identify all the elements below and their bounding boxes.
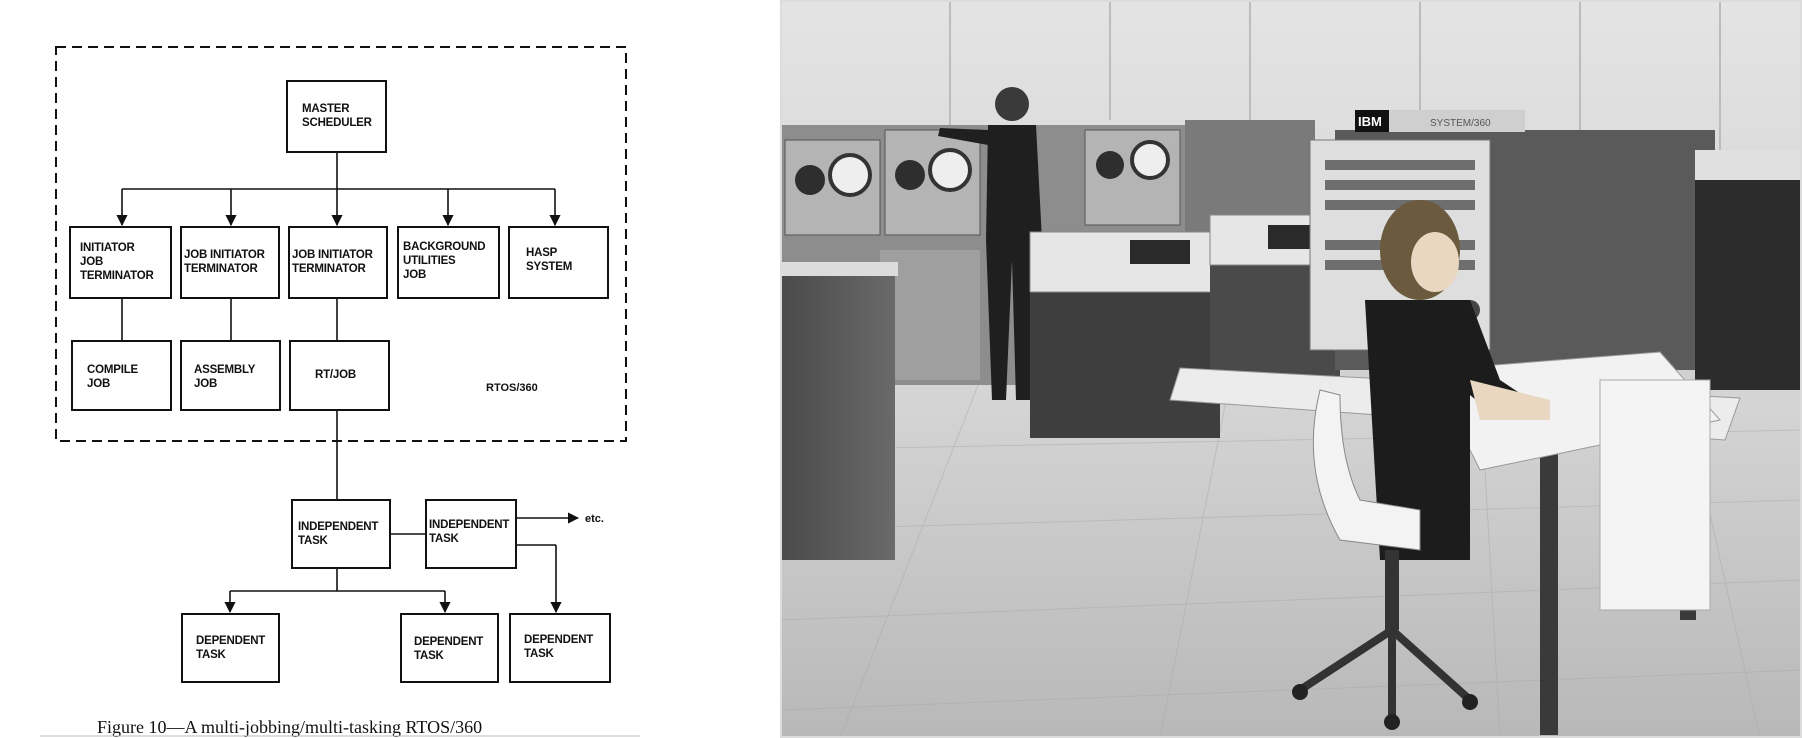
figure-caption: Figure 10—A multi-jobbing/multi-tasking … xyxy=(97,717,482,737)
job-initiator-terminator-label-2: JOB INITIATOR TERMINATOR xyxy=(292,249,374,275)
dependent-task-label-1: DEPENDENT TASK xyxy=(196,635,265,661)
box-label-line: JOB xyxy=(80,256,103,268)
box-label-line: RT/JOB xyxy=(315,369,356,381)
seated-operator xyxy=(1365,200,1550,560)
dependent-task-label-2: DEPENDENT TASK xyxy=(414,636,483,662)
rt-job-box xyxy=(289,340,390,411)
box-label-line: SYSTEM xyxy=(526,261,572,273)
dependent-task-box-2 xyxy=(400,613,499,683)
box-label-line: INDEPENDENT xyxy=(429,519,509,531)
right-cabinet xyxy=(1695,160,1802,390)
dependent-task-box-3 xyxy=(509,613,611,683)
box-label-line: TERMINATOR xyxy=(292,263,366,275)
job-initiator-terminator-label-1: JOB INITIATOR TERMINATOR xyxy=(184,249,266,275)
box-label-line: JOB xyxy=(194,378,217,390)
rt-job-label: RT/JOB xyxy=(315,369,356,381)
independent-task-label-2: INDEPENDENT TASK xyxy=(429,519,509,545)
assembly-job-label: ASSEMBLY JOB xyxy=(194,364,256,390)
system-360-label: SYSTEM/360 xyxy=(1430,118,1491,129)
box-label-line: INDEPENDENT xyxy=(298,521,378,533)
independent-task-label-1: INDEPENDENT TASK xyxy=(298,521,378,547)
box-label-line: JOB xyxy=(403,269,426,281)
wall-panels xyxy=(949,0,1721,150)
system-360-photo: IBM SYSTEM/360 xyxy=(780,0,1802,738)
ibm-logo: IBM xyxy=(1358,114,1382,129)
box-label-line: TASK xyxy=(298,535,329,547)
box-label-line: BACKGROUND xyxy=(403,241,485,253)
box-label-line: ASSEMBLY xyxy=(194,364,256,376)
rtos-360-label: RTOS/360 xyxy=(486,382,538,394)
job-initiator-terminator-box-1 xyxy=(180,226,280,299)
office-chair xyxy=(1292,389,1478,730)
compile-job-box xyxy=(71,340,172,411)
hasp-system-box xyxy=(508,226,609,299)
box-label-line: JOB xyxy=(87,378,110,390)
job-initiator-terminator-box-2 xyxy=(288,226,388,299)
keypunch-units xyxy=(1029,214,1341,438)
floor-tiles xyxy=(780,379,1802,738)
hasp-system-label: HASP SYSTEM xyxy=(526,247,572,273)
left-cabinet xyxy=(780,270,895,560)
box-label-line: TERMINATOR xyxy=(80,270,154,282)
box-label-line: HASP xyxy=(526,247,558,259)
box-label-line: UTILITIES xyxy=(403,255,456,267)
box-label-line: INITIATOR xyxy=(80,242,136,254)
box-label-line: TERMINATOR xyxy=(184,263,258,275)
box-label-line: JOB INITIATOR xyxy=(292,249,374,261)
initiator-job-terminator-label: INITIATOR JOB TERMINATOR xyxy=(80,242,154,282)
box-label-line: DEPENDENT xyxy=(196,635,265,647)
dependent-task-label-3: DEPENDENT TASK xyxy=(524,634,593,660)
box-label-line: TASK xyxy=(414,650,445,662)
box-label-line: MASTER xyxy=(302,103,350,115)
box-label-line: TASK xyxy=(196,649,227,661)
box-label-line: SCHEDULER xyxy=(302,117,373,129)
box-label-line: TASK xyxy=(429,533,460,545)
box-label-line: TASK xyxy=(524,648,555,660)
etc-label: etc. xyxy=(585,513,604,525)
assembly-job-box xyxy=(180,340,281,411)
independent-task-box-2 xyxy=(425,499,517,569)
standing-operator xyxy=(938,87,1042,400)
rtos-boundary xyxy=(55,46,627,442)
background-utilities-job-box xyxy=(397,226,500,299)
box-label-line: JOB INITIATOR xyxy=(184,249,266,261)
rtos-diagram: MASTER SCHEDULER INITIATOR JOB TERMINATOR J… xyxy=(40,46,640,737)
dependent-task-box-1 xyxy=(181,613,280,683)
box-label-line: DEPENDENT xyxy=(414,636,483,648)
background-utilities-job-label: BACKGROUND UTILITIES JOB xyxy=(403,241,485,281)
compile-job-label: COMPILE JOB xyxy=(87,364,139,390)
master-scheduler-box xyxy=(286,80,387,153)
box-label-line: COMPILE xyxy=(87,364,139,376)
independent-task-box-1 xyxy=(291,499,391,569)
master-scheduler-label: MASTER SCHEDULER xyxy=(302,103,373,129)
initiator-job-terminator-box xyxy=(69,226,172,299)
connectors xyxy=(116,152,580,614)
box-label-line: DEPENDENT xyxy=(524,634,593,646)
